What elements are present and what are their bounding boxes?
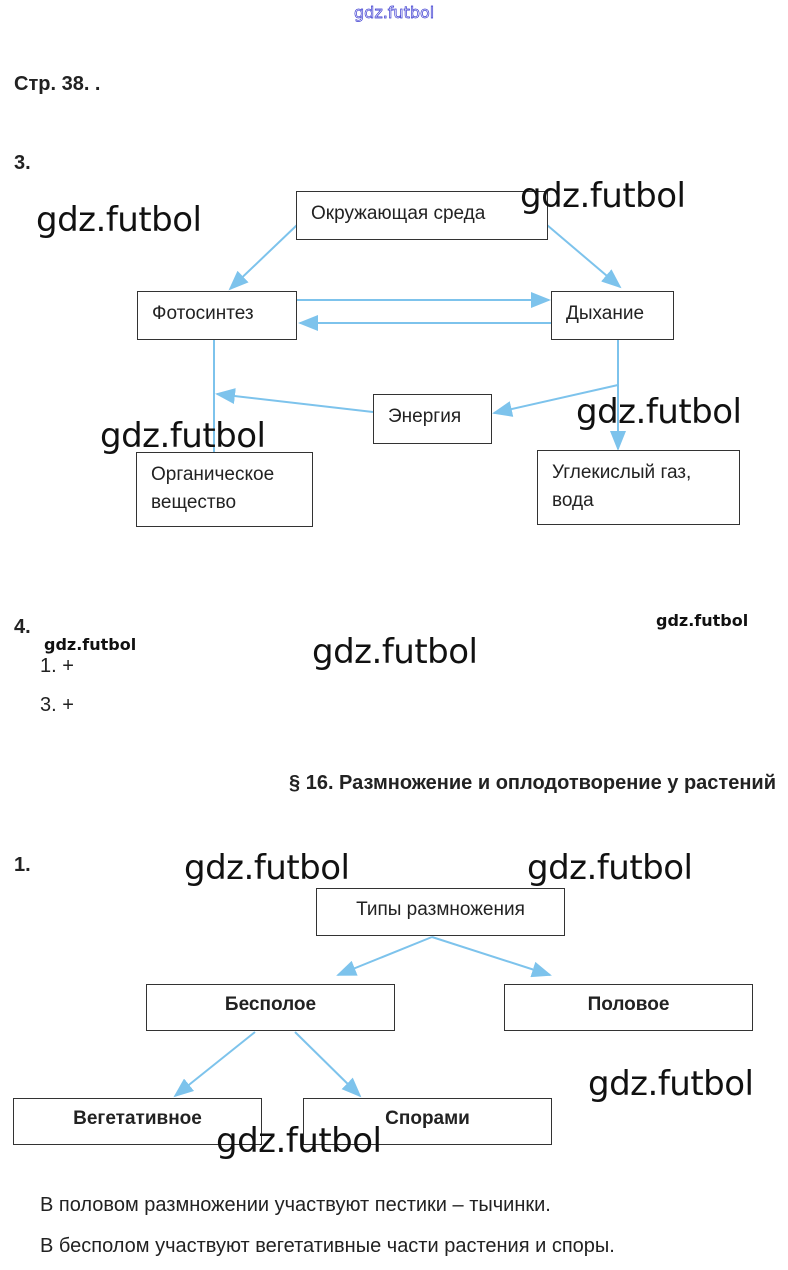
- box-asexual: Бесполое: [146, 984, 395, 1031]
- task-number: 4.: [14, 616, 31, 638]
- arrow: [431, 936, 552, 978]
- box-photosynthesis: Фотосинтез: [137, 291, 297, 340]
- arrow: [492, 384, 619, 417]
- arrow: [228, 224, 298, 291]
- answer-item: 3. +: [40, 694, 74, 716]
- arrow: [336, 936, 433, 976]
- arrow: [173, 1031, 256, 1098]
- box-sexual: Половое: [504, 984, 753, 1031]
- watermark: gdz.futbol: [527, 848, 693, 888]
- box-environment: Окружающая среда: [296, 191, 548, 240]
- box-reproduction-types: Типы размножения: [316, 888, 565, 936]
- box-energy: Энергия: [373, 394, 492, 444]
- watermark: gdz.futbol: [656, 611, 749, 630]
- answer-item: 1. +: [40, 655, 74, 677]
- box-organic: Органическое вещество: [136, 452, 313, 527]
- page-label: Стр. 38. .: [14, 73, 101, 95]
- watermark: gdz.futbol: [44, 635, 137, 654]
- answer-text: В половом размножении участвуют пестики …: [40, 1194, 551, 1216]
- watermark: gdz.futbol: [36, 200, 202, 240]
- answer-text: В бесполом участвуют вегетативные части …: [40, 1235, 615, 1257]
- section-title: § 16. Размножение и оплодотворение у рас…: [289, 772, 776, 794]
- task-number: 3.: [14, 152, 31, 174]
- watermark: gdz.futbol: [520, 176, 686, 216]
- top-watermark: gdz.futbol: [354, 3, 435, 23]
- watermark: gdz.futbol: [100, 416, 266, 456]
- watermark: gdz.futbol: [576, 392, 742, 432]
- watermark: gdz.futbol: [312, 632, 478, 672]
- arrow: [294, 1031, 362, 1098]
- box-spores: Спорами: [303, 1098, 552, 1145]
- task-number: 1.: [14, 854, 31, 876]
- box-vegetative: Вегетативное: [13, 1098, 262, 1145]
- box-co2: Углекислый газ, вода: [537, 450, 740, 525]
- watermark: gdz.futbol: [216, 1121, 382, 1161]
- arrow: [546, 224, 622, 289]
- box-respiration: Дыхание: [551, 291, 674, 340]
- arrow: [215, 388, 374, 413]
- watermark: gdz.futbol: [184, 848, 350, 888]
- watermark: gdz.futbol: [588, 1064, 754, 1104]
